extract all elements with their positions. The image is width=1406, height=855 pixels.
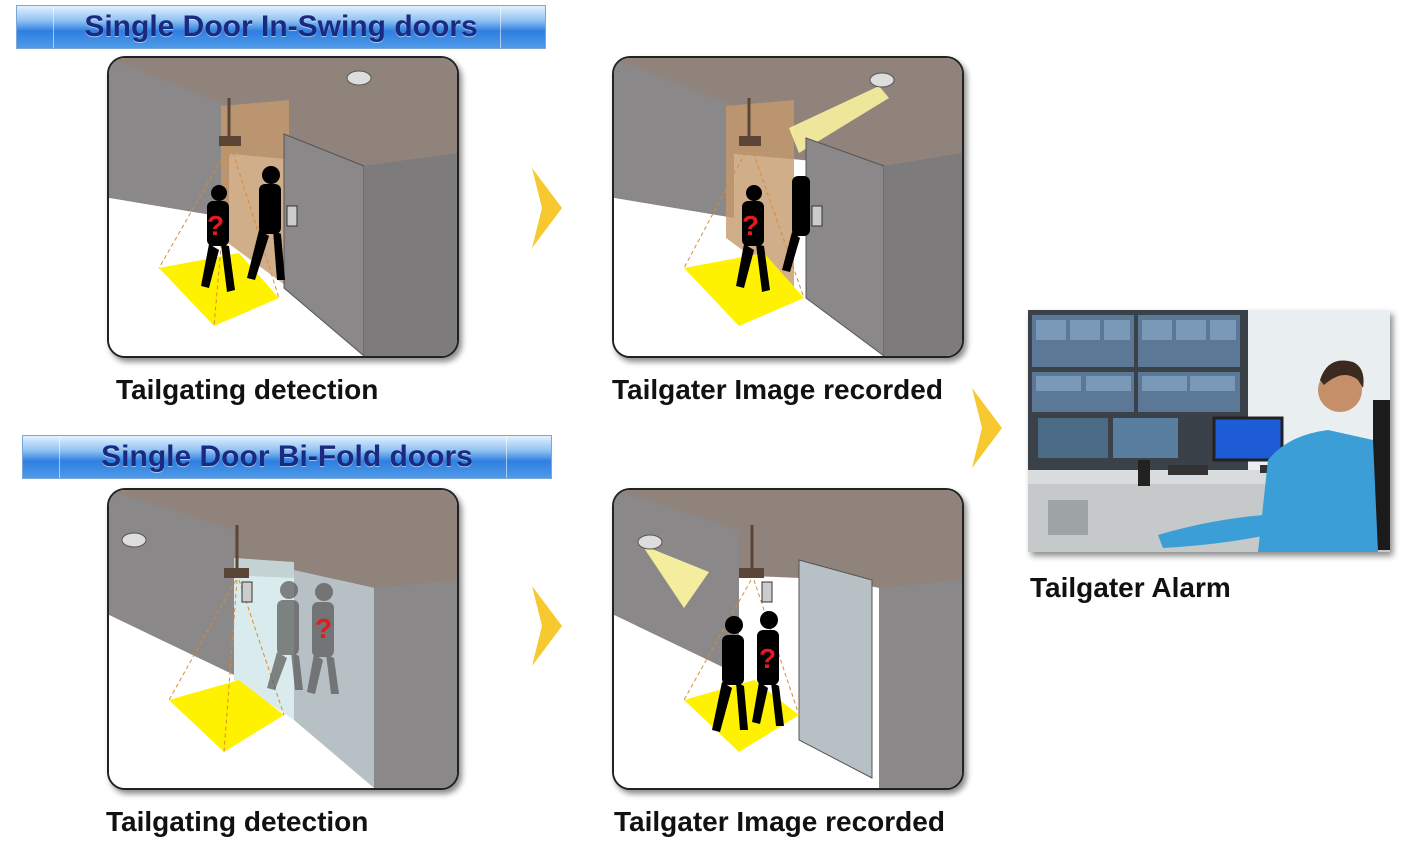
bi-fold-detection-illustration: ? xyxy=(107,488,459,790)
svg-text:?: ? xyxy=(315,613,332,644)
caption-in-swing-recorded: Tailgater Image recorded xyxy=(612,374,943,405)
svg-text:?: ? xyxy=(759,643,776,674)
section-banner-bi-fold: Single Door Bi-Fold doors xyxy=(22,435,552,479)
flow-arrow-top xyxy=(532,168,562,248)
section-title-in-swing: Single Door In-Swing doors xyxy=(84,10,478,43)
caption-tailgater-alarm: Tailgater Alarm xyxy=(1030,572,1231,603)
section-title-bi-fold: Single Door Bi-Fold doors xyxy=(101,440,473,473)
caption-in-swing-detection: Tailgating detection xyxy=(116,374,379,405)
bi-fold-recorded-illustration: ? xyxy=(612,488,964,790)
svg-text:?: ? xyxy=(742,210,759,241)
in-swing-detection-illustration: ? xyxy=(107,56,459,358)
security-monitoring-photo xyxy=(1028,310,1390,552)
caption-bi-fold-recorded: Tailgater Image recorded xyxy=(614,806,945,837)
caption-bi-fold-detection: Tailgating detection xyxy=(106,806,369,837)
in-swing-recorded-illustration: ? xyxy=(612,56,964,358)
svg-text:?: ? xyxy=(207,210,224,241)
flow-arrow-alarm xyxy=(972,388,1002,468)
flow-arrow-bottom xyxy=(532,586,562,666)
section-banner-in-swing: Single Door In-Swing doors xyxy=(16,5,546,49)
